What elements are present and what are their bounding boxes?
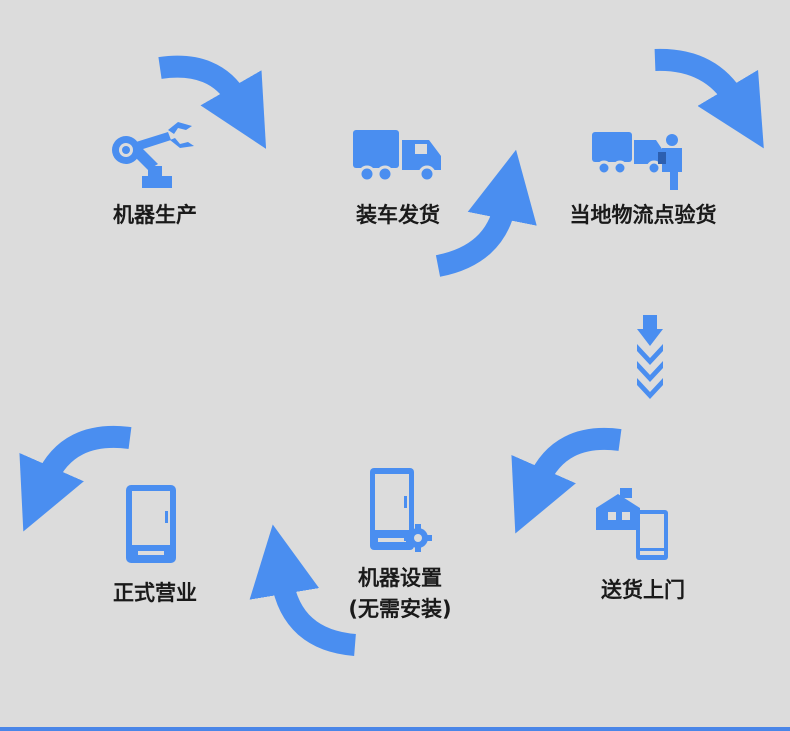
kiosk-settings-icon (370, 468, 432, 552)
kiosk-icon (126, 485, 176, 563)
curved-arrow-icon (654, 48, 764, 149)
curved-arrow-icon (249, 524, 357, 656)
step-label: 机器生产 (113, 203, 197, 227)
down-chevrons-icon (637, 315, 663, 399)
home-delivery-icon (596, 488, 668, 560)
truck-icon (353, 130, 441, 183)
curved-arrow-icon (511, 428, 622, 534)
robot-arm-icon (112, 122, 194, 188)
curved-arrow-icon (19, 426, 132, 532)
step-label: 送货上门 (601, 578, 685, 602)
bottom-divider (0, 727, 790, 731)
step-label: 当地物流点验货 (569, 203, 717, 227)
step-label: 机器设置 (358, 566, 442, 590)
curved-arrow-icon (435, 149, 537, 277)
step-label: 正式营业 (113, 581, 197, 605)
curved-arrow-icon (158, 55, 267, 149)
truck-inspection-icon (592, 132, 682, 190)
step-sublabel: (无需安装) (348, 597, 452, 621)
step-label: 装车发货 (356, 203, 440, 227)
